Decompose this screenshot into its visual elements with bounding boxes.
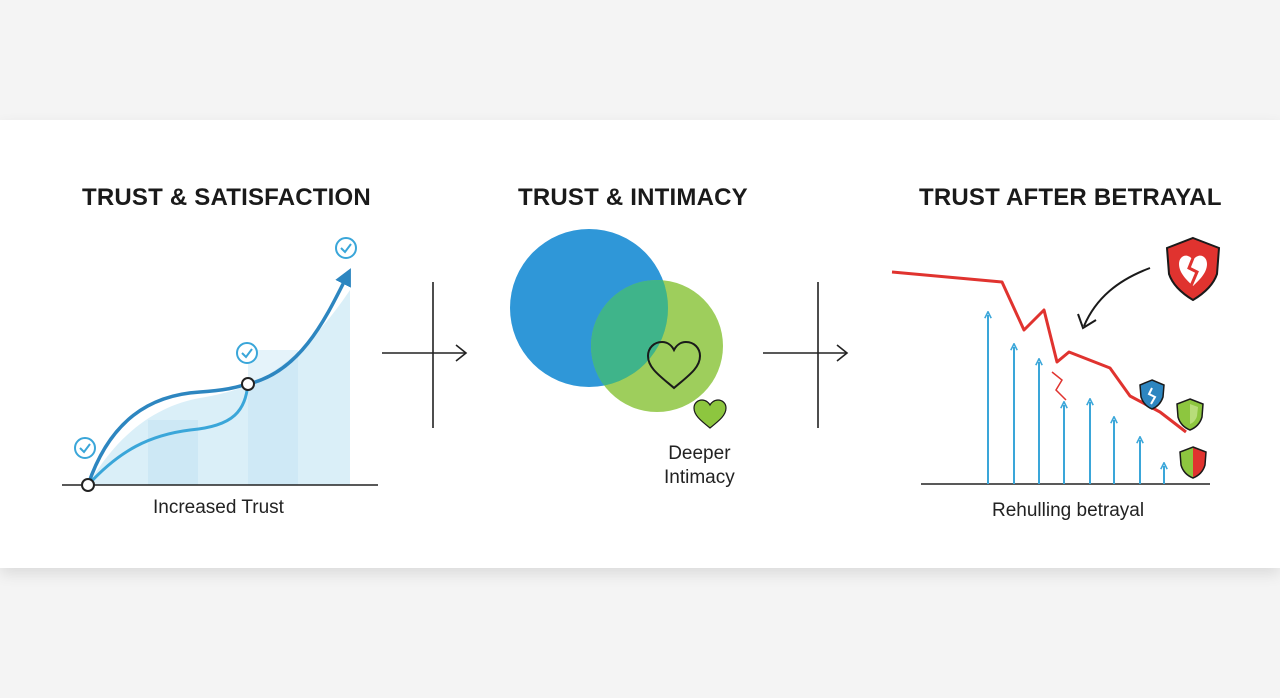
curve-node — [241, 377, 255, 391]
area-band — [248, 350, 298, 485]
satisfaction-chart — [62, 237, 378, 492]
curve-node — [81, 478, 95, 492]
shield-icon — [1176, 398, 1204, 431]
panel-title-satisfaction: TRUST & SATISFACTION — [82, 184, 371, 211]
callout-arrow — [1083, 267, 1151, 327]
heart-icon — [646, 340, 702, 390]
trust-area-fill — [88, 290, 350, 485]
trust-bars — [988, 315, 1164, 484]
upper-trust-curve — [86, 268, 351, 486]
panel-title-intimacy: TRUST & INTIMACY — [518, 184, 748, 211]
callout-arrowhead — [1077, 313, 1097, 330]
caption-deeper-intimacy: Deeper Intimacy — [664, 443, 735, 488]
shield-icon — [1179, 446, 1207, 479]
betrayal-chart — [891, 236, 1221, 485]
panel-title-betrayal: TRUST AFTER BETRAYAL — [919, 184, 1222, 211]
caption-increased-trust: Increased Trust — [153, 497, 284, 518]
broken-heart-shield-icon — [1139, 379, 1165, 410]
check-circle-icon — [74, 437, 96, 459]
check-circle-icon — [236, 342, 258, 364]
flow-arrow-1 — [382, 282, 468, 428]
intimacy-venn — [510, 229, 727, 429]
check-circle-icon — [335, 237, 357, 259]
caption-betrayal: Rehulling betrayal — [992, 500, 1145, 521]
lower-trust-curve — [86, 383, 250, 487]
crack-mark — [1051, 371, 1067, 401]
flow-arrow-2 — [763, 282, 849, 428]
broken-heart-shield-icon — [1165, 236, 1221, 302]
heart-icon — [693, 399, 727, 429]
